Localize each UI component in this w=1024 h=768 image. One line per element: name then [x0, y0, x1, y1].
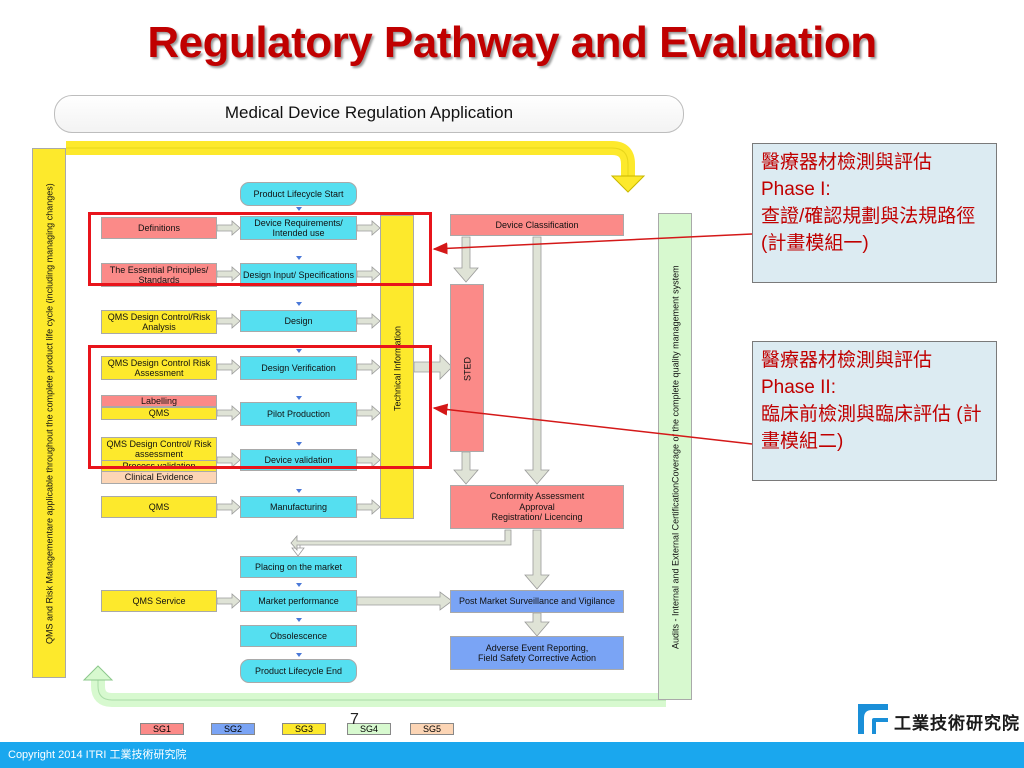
legend-sg5: SG5 — [410, 723, 454, 735]
footer-copyright: Copyright 2014 ITRI 工業技術研究院 — [8, 749, 187, 761]
qms-risk-band: QMS and Risk Management are applicable t… — [32, 148, 66, 678]
pilot-production-box: Pilot Production — [240, 402, 357, 426]
phase2-highlight-frame — [88, 345, 432, 469]
post-market-box: Post Market Surveillance and Vigilance — [450, 590, 624, 613]
legend-sg3-label: SG3 — [294, 724, 313, 734]
clinical-evidence-box: Clinical Evidence — [101, 471, 217, 484]
itri-logo-icon — [858, 704, 888, 734]
qms-risk-assessment-box: QMS Design Control Risk Assessment — [101, 356, 217, 380]
placing-market-box: Placing on the market — [240, 556, 357, 578]
lifecycle-end-box: Product Lifecycle End — [240, 659, 357, 683]
phase1-note: 醫療器材檢測與評估 Phase I: 查證/確認規劃與法規路徑 (計畫模組一) — [752, 143, 997, 283]
legend-sg1: SG1 — [140, 723, 184, 735]
legend-sg2: SG2 — [211, 723, 255, 735]
design-box: Design — [240, 310, 357, 332]
qms-manufacturing-box: QMS — [101, 496, 217, 518]
lifecycle-start-box: Product Lifecycle Start — [240, 182, 357, 206]
phase1-highlight-frame — [88, 212, 432, 286]
obsolescence-box: Obsolescence — [240, 625, 357, 647]
legend-sg1-label: SG1 — [152, 724, 171, 734]
page-number: 7 — [350, 711, 359, 728]
device-validation-box: Device validation — [240, 449, 357, 471]
legend-sg4: SG4 — [347, 723, 391, 735]
legend-sg5-label: SG5 — [422, 724, 441, 734]
definitions-box: Definitions — [101, 217, 217, 239]
market-performance-box: Market performance — [240, 590, 357, 612]
conformity-assessment-box: Conformity Assessment Approval Registrat… — [450, 485, 624, 529]
legend-sg4-label: SG4 — [359, 724, 378, 734]
phase2-note: 醫療器材檢測與評估 Phase II: 臨床前檢測與臨床評估 (計畫模組二) — [752, 341, 997, 481]
logo-text: 工業技術研究院 — [894, 714, 1020, 733]
qms-box: QMS — [101, 407, 217, 420]
device-requirements-box: Device Requirements/ Intended use — [240, 216, 357, 240]
audits-band: Audits - Internal and External Certifica… — [658, 213, 692, 700]
sted-box: STED — [450, 284, 484, 452]
labelling-box: Labelling — [101, 395, 217, 407]
adverse-event-box: Adverse Event Reporting, Field Safety Co… — [450, 636, 624, 670]
design-verification-box: Design Verification — [240, 356, 357, 380]
qms-service-box: QMS Service — [101, 590, 217, 612]
banner: Medical Device Regulation Application — [54, 95, 684, 133]
legend-sg2-label: SG2 — [223, 724, 242, 734]
page-title: Regulatory Pathway and Evaluation — [147, 18, 877, 67]
device-classification-box: Device Classification — [450, 214, 624, 236]
legend-sg3: SG3 — [282, 723, 326, 735]
qms-risk-analysis-box: QMS Design Control/Risk Analysis — [101, 310, 217, 334]
manufacturing-box: Manufacturing — [240, 496, 357, 518]
footer-bar: Copyright 2014 ITRI 工業技術研究院 — [0, 742, 1024, 768]
